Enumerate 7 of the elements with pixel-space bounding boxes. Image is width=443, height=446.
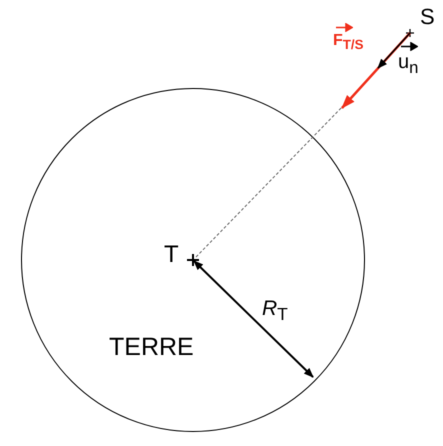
point-label: T [164, 243, 179, 267]
planet-name: TERRE [109, 335, 194, 360]
earth-circle [21, 88, 365, 432]
radius-label: R$_{T}$ [262, 298, 288, 324]
point-label: S [420, 6, 435, 28]
unit-vector-label: u$_{n}$ [398, 52, 418, 77]
force-vector-label: F$_{T/S}$ [333, 33, 364, 52]
